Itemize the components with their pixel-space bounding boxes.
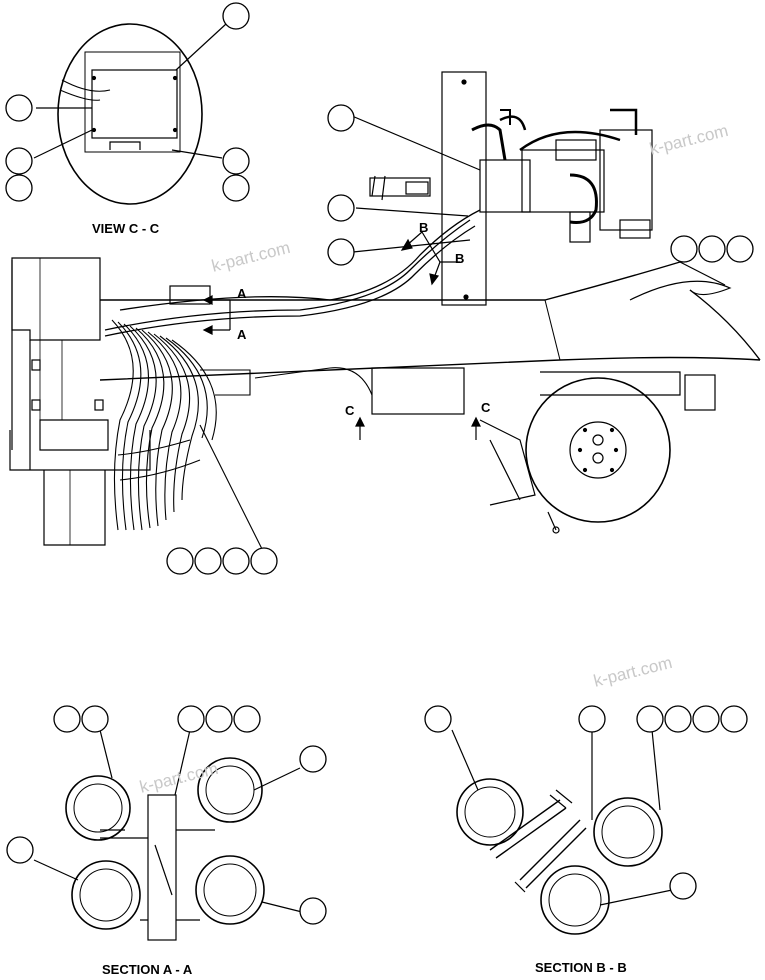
callout-circle <box>664 705 692 733</box>
section-aa-title: SECTION A - A <box>102 962 193 977</box>
callout-circle <box>636 705 664 733</box>
callout-circle <box>299 745 327 773</box>
hose-bundle <box>104 209 481 556</box>
callout-circle <box>5 174 33 202</box>
callout-circle <box>327 104 355 132</box>
callout-circle <box>222 174 250 202</box>
callout-circle <box>81 705 109 733</box>
section-marker-a-top: A <box>237 286 247 301</box>
callout-circle <box>5 94 33 122</box>
callout-circle <box>669 872 697 900</box>
section-marker-b-left: B <box>419 220 429 235</box>
main-frame <box>9 231 761 546</box>
callout-circle <box>222 547 250 575</box>
callout-circle <box>222 147 250 175</box>
section-aa-detail <box>33 729 303 941</box>
view-cc-detail <box>33 23 227 205</box>
callouts <box>5 2 754 925</box>
callout-circle <box>327 194 355 222</box>
callout-circle <box>726 235 754 263</box>
callout-circle <box>53 705 81 733</box>
callout-circle <box>424 705 452 733</box>
callout-circle <box>6 836 34 864</box>
callout-circle <box>5 147 33 175</box>
section-bb-detail <box>451 729 673 935</box>
callout-circle <box>327 238 355 266</box>
callout-circle <box>698 235 726 263</box>
callout-circle <box>222 2 250 30</box>
callout-circle <box>177 705 205 733</box>
callout-circle <box>578 705 606 733</box>
callout-circle <box>299 897 327 925</box>
valve-assembly <box>351 71 653 306</box>
callout-circle <box>194 547 222 575</box>
section-bb-title: SECTION B - B <box>535 960 627 975</box>
callout-circle <box>720 705 748 733</box>
callout-circle <box>250 547 278 575</box>
callout-circle <box>233 705 261 733</box>
section-marker-c-left: C <box>345 403 355 418</box>
callout-circle <box>166 547 194 575</box>
section-marker-a-bottom: A <box>237 327 247 342</box>
callout-circle <box>205 705 233 733</box>
section-marker-c-right: C <box>481 400 491 415</box>
callout-circle <box>692 705 720 733</box>
view-cc-title: VIEW C - C <box>92 221 160 236</box>
callout-circle <box>670 235 698 263</box>
section-marker-b-right: B <box>455 251 465 266</box>
